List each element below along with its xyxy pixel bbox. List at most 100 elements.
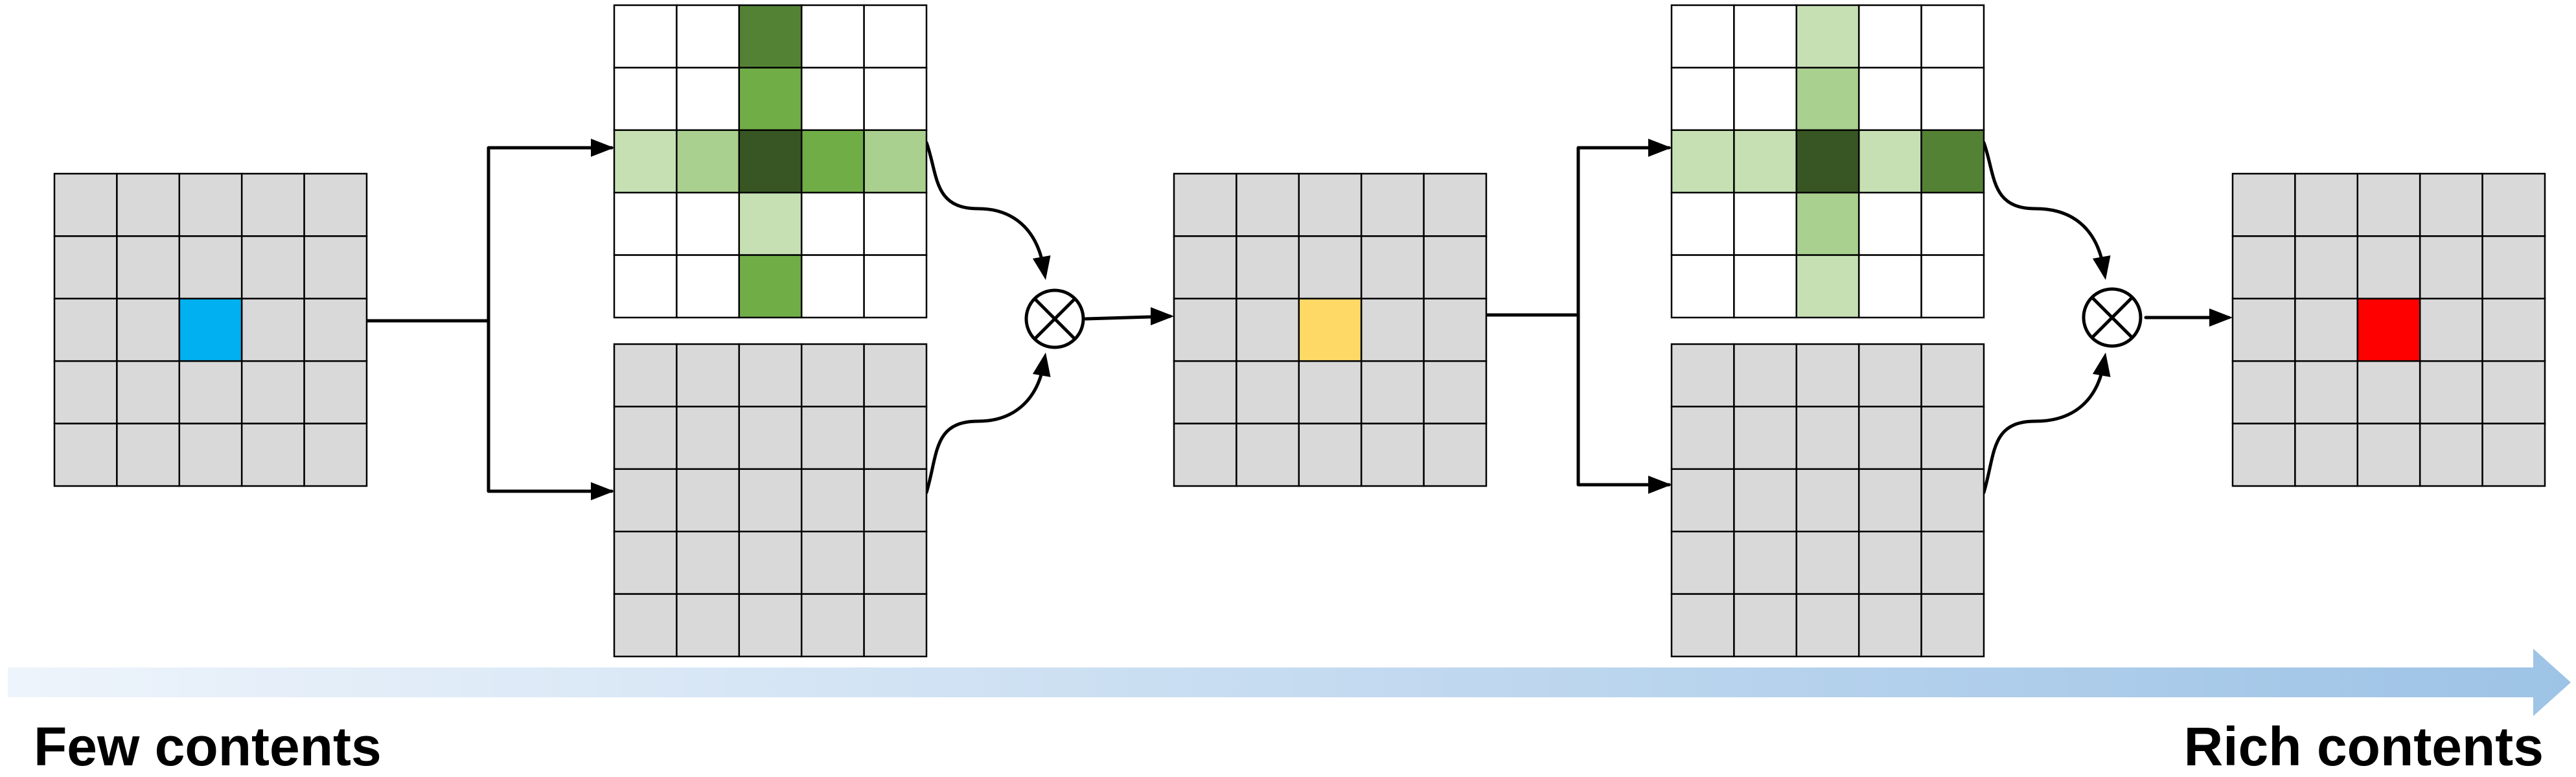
grid-cell: [53, 360, 118, 424]
grid-cell: [2419, 235, 2483, 300]
grid-cell: [1173, 297, 1237, 362]
grid-cell: [1857, 406, 1922, 470]
grid-cell: [1173, 235, 1237, 300]
highlighted-cell: [738, 191, 803, 256]
grid-cell: [2419, 172, 2483, 237]
grid-cell: [1733, 530, 1798, 595]
grid-cell: [800, 530, 865, 595]
grid-cell: [800, 468, 865, 533]
grid-cell: [863, 406, 928, 470]
grid-cell: [1857, 191, 1922, 256]
rich-contents-label: Rich contents: [2183, 716, 2544, 777]
grid-cell: [1670, 468, 1735, 533]
branch-to-attention-2: [1484, 146, 1671, 317]
grid-cell: [613, 343, 678, 408]
grid-cell: [863, 343, 928, 408]
grid-cell: [240, 360, 305, 424]
grid-cell: [2231, 172, 2296, 237]
grid-cell: [178, 423, 243, 487]
highlighted-cell: [1857, 129, 1922, 194]
grid-cell: [676, 530, 741, 595]
grid-cell: [800, 406, 865, 470]
branch-to-attention-1-arrowhead: [591, 139, 614, 157]
grid-cell: [1423, 360, 1488, 424]
multiply-cross-icon: [1033, 297, 1076, 340]
grid-cell: [863, 254, 928, 319]
grid-cell: [240, 235, 305, 300]
highlighted-cell: [178, 297, 243, 362]
grid-cell: [2294, 172, 2359, 237]
grid-cell: [1795, 406, 1860, 470]
highlighted-cell: [1795, 191, 1860, 256]
grid-cell: [1360, 172, 1425, 237]
highlighted-cell: [1733, 129, 1798, 194]
grid-cell: [1920, 67, 1985, 132]
branch-to-attention-1: [365, 146, 614, 323]
highlighted-cell: [1670, 129, 1735, 194]
grid-cell: [1670, 406, 1735, 470]
grid-cell: [1857, 254, 1922, 319]
value-to-operator-1-arrowhead: [1032, 353, 1051, 377]
grid-cell: [2481, 360, 2546, 424]
grid-cell: [178, 360, 243, 424]
grid-cell: [2231, 360, 2296, 424]
highlighted-cell: [1920, 129, 1985, 194]
attention-to-operator-2-arrowhead: [2092, 255, 2111, 280]
grid-cell: [1733, 4, 1798, 69]
highlighted-cell: [1298, 297, 1363, 362]
grid-cell: [863, 191, 928, 256]
attention-to-operator-2: [1982, 141, 2106, 274]
grid-cell: [1733, 343, 1798, 408]
grid-cell: [1360, 235, 1425, 300]
highlighted-cell: [738, 129, 803, 194]
attention-cross-grid-2: [1670, 4, 1985, 319]
grid-cell: [1173, 360, 1237, 424]
progress-arrow: [8, 649, 2571, 716]
grid-cell: [613, 4, 678, 69]
grid-cell: [1298, 423, 1363, 487]
grid-cell: [178, 172, 243, 237]
grid-cell: [800, 67, 865, 132]
grid-cell: [1733, 191, 1798, 256]
grid-cell: [613, 191, 678, 256]
grid-cell: [863, 468, 928, 533]
grid-cell: [116, 235, 181, 300]
grid-cell: [863, 67, 928, 132]
grid-cell: [1670, 530, 1735, 595]
grid-cell: [1173, 172, 1237, 237]
grid-cell: [1236, 423, 1300, 487]
feature-grids: [53, 4, 2546, 658]
grid-cell: [1795, 593, 1860, 658]
highlighted-cell: [800, 129, 865, 194]
grid-cell: [1670, 593, 1735, 658]
grid-cell: [1423, 172, 1488, 237]
grid-cell: [2481, 235, 2546, 300]
grid-cell: [53, 172, 118, 237]
grid-cell: [1857, 67, 1922, 132]
highlighted-cell: [1795, 254, 1860, 319]
multiply-operator-1: [1024, 288, 1085, 349]
grid-cell: [1236, 297, 1300, 362]
value-to-operator-1: [925, 358, 1046, 494]
grid-cell: [2356, 423, 2421, 487]
grid-cell: [1360, 297, 1425, 362]
highlighted-cell: [863, 129, 928, 194]
grid-cell: [1670, 254, 1735, 319]
grid-cell: [1920, 254, 1985, 319]
grid-cell: [2481, 172, 2546, 237]
multiply-operator-2: [2082, 287, 2143, 348]
grid-cell: [800, 4, 865, 69]
grid-cell: [1920, 343, 1985, 408]
grid-cell: [738, 530, 803, 595]
grid-cell: [2294, 297, 2359, 362]
grid-cell: [303, 360, 368, 424]
grid-cell: [1670, 4, 1735, 69]
grid-cell: [303, 172, 368, 237]
grid-cell: [2231, 297, 2296, 362]
grid-cell: [2481, 297, 2546, 362]
grid-cell: [2419, 423, 2483, 487]
grid-cell: [738, 406, 803, 470]
operator-2-to-output-arrowhead: [2209, 308, 2233, 327]
highlighted-cell: [738, 67, 803, 132]
grid-cell: [800, 343, 865, 408]
